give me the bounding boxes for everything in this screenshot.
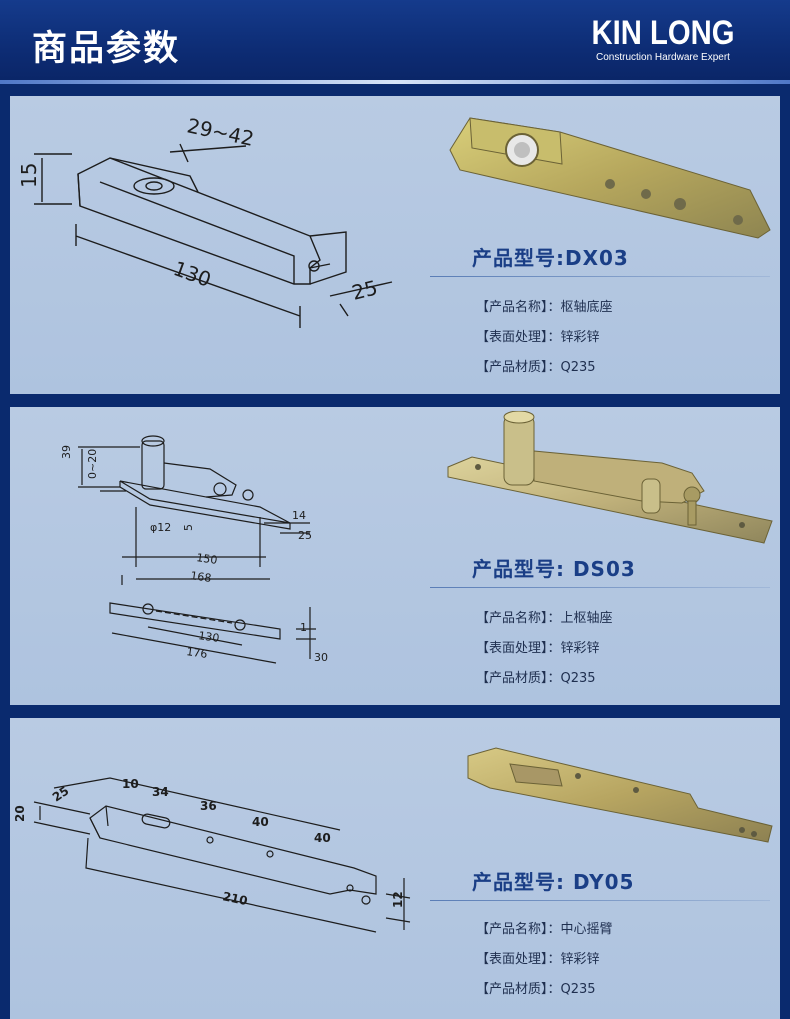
spec-row: 【产品名称】：上枢轴座 — [476, 611, 613, 626]
spec-row: 【产品名称】：中心摇臂 — [476, 922, 613, 937]
model-label-ds03: 产品型号: DS03 — [472, 557, 636, 581]
technical-drawing-dx03: 29~42 15 130 25 — [17, 113, 393, 328]
svg-text:168: 168 — [190, 569, 213, 585]
svg-text:210: 210 — [221, 889, 248, 908]
svg-text:130: 130 — [170, 256, 214, 292]
svg-text:25: 25 — [349, 275, 380, 304]
svg-text:176: 176 — [186, 645, 209, 661]
product-photo-dy05 — [467, 747, 773, 843]
svg-text:40: 40 — [314, 831, 331, 845]
technical-drawing-dy05: 25 10 34 36 40 40 20 210 12 — [13, 777, 411, 933]
svg-text:1: 1 — [300, 621, 307, 634]
svg-text:30: 30 — [314, 651, 328, 664]
model-divider — [430, 900, 770, 901]
svg-text:14: 14 — [292, 509, 306, 522]
svg-text:39: 39 — [60, 445, 73, 459]
svg-text:15: 15 — [17, 163, 41, 188]
header-divider — [0, 80, 790, 84]
spec-row: 【表面处理】：锌彩锌 — [476, 641, 600, 656]
spec-row: 【产品材质】：Q235 — [476, 360, 596, 375]
svg-text:36: 36 — [200, 799, 217, 813]
svg-text:25: 25 — [50, 784, 72, 805]
model-label-dx03: 产品型号:DX03 — [472, 246, 629, 270]
product-photo-dx03 — [449, 117, 771, 239]
dimension-labels-dx03: 29~42 15 130 25 — [17, 113, 380, 304]
brand-logo: KIN LONG Construction Hardware Expert — [568, 14, 758, 72]
product-panel-ds03: 39 0~20 φ12 5 14 25 150 168 130 176 1 30 — [10, 407, 780, 705]
svg-text:12: 12 — [391, 891, 405, 908]
model-divider — [430, 587, 770, 588]
spec-row: 【表面处理】：锌彩锌 — [476, 330, 600, 345]
dimension-labels-dy05: 25 10 34 36 40 40 20 210 12 — [13, 777, 405, 908]
spec-row: 【产品名称】：枢轴底座 — [476, 300, 613, 315]
spec-row: 【产品材质】：Q235 — [476, 671, 596, 686]
svg-text:150: 150 — [196, 551, 219, 567]
svg-text:5: 5 — [182, 524, 195, 531]
brand-tagline: Construction Hardware Expert — [596, 52, 730, 63]
svg-text:0~20: 0~20 — [86, 449, 99, 479]
product-panel-dx03: 29~42 15 130 25 产品型号:DX03 【产品名称】：枢轴底座 【表… — [10, 96, 780, 394]
svg-text:25: 25 — [298, 529, 312, 542]
spec-row: 【产品材质】：Q235 — [476, 982, 596, 997]
page-title: 商品参数 — [32, 29, 181, 69]
svg-text:130: 130 — [198, 629, 221, 645]
svg-text:40: 40 — [252, 815, 269, 829]
technical-drawing-ds03: 39 0~20 φ12 5 14 25 150 168 130 176 1 30 — [60, 435, 328, 664]
svg-text:34: 34 — [152, 785, 169, 799]
svg-text:20: 20 — [13, 805, 27, 822]
svg-text:29~42: 29~42 — [185, 113, 256, 151]
model-label-dy05: 产品型号: DY05 — [472, 870, 635, 894]
svg-text:10: 10 — [122, 777, 139, 791]
spec-row: 【表面处理】：锌彩锌 — [476, 952, 600, 967]
product-panel-dy05: 25 10 34 36 40 40 20 210 12 产品型号: DY05 【… — [10, 718, 780, 1019]
product-photo-ds03 — [447, 411, 773, 544]
dimension-labels-ds03: 39 0~20 φ12 5 14 25 150 168 130 176 1 30 — [60, 445, 328, 664]
svg-text:φ12: φ12 — [150, 521, 171, 534]
page-header: 商品参数 KIN LONG Construction Hardware Expe… — [0, 0, 790, 84]
brand-name: KIN LONG — [591, 14, 735, 52]
model-divider — [430, 276, 770, 277]
